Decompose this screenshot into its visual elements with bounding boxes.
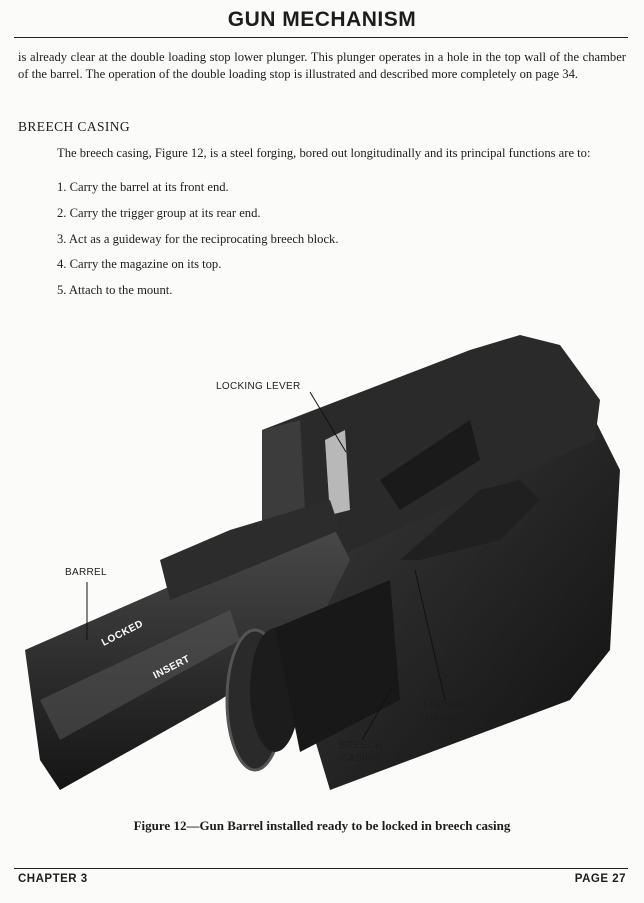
function-item: 3. Act as a guideway for the reciprocati… — [57, 232, 339, 246]
label-line: HANDLE — [425, 713, 468, 724]
section-paragraph: The breech casing, Figure 12, is a steel… — [57, 146, 591, 160]
function-item: 5. Attach to the mount. — [57, 283, 173, 297]
breech-casing-leader — [361, 687, 393, 741]
function-item: 2. Carry the trigger group at its rear e… — [57, 206, 261, 220]
function-item: 4. Carry the magazine on its top. — [57, 257, 222, 271]
page-number: PAGE 27 — [574, 873, 626, 885]
intro-paragraph: is already clear at the double loading s… — [18, 50, 626, 82]
locking-lever — [325, 430, 350, 515]
header-rule — [14, 37, 628, 38]
function-item: 1. Carry the barrel at its front end. — [57, 180, 229, 194]
footer-rule — [14, 868, 628, 869]
locking-handle-leader — [414, 569, 446, 701]
label-line: LOCKING — [423, 700, 471, 711]
label-line: CASING — [340, 753, 381, 764]
section-heading: BREECH CASING — [18, 119, 131, 134]
label-locking-handle: LOCKING HANDLE — [423, 699, 470, 725]
locking-handle — [380, 420, 480, 510]
label-barrel: BARREL — [65, 567, 107, 578]
page-title: GUN MECHANISM — [227, 8, 417, 31]
label-line: BREECH — [339, 740, 383, 751]
figure-caption: Figure 12—Gun Barrel installed ready to … — [133, 818, 511, 833]
locking-lever-leader — [309, 391, 347, 453]
chapter-label: CHAPTER 3 — [18, 873, 88, 885]
label-locking-lever: LOCKING LEVER — [216, 381, 301, 392]
label-breech-casing: BREECH CASING — [339, 739, 382, 765]
